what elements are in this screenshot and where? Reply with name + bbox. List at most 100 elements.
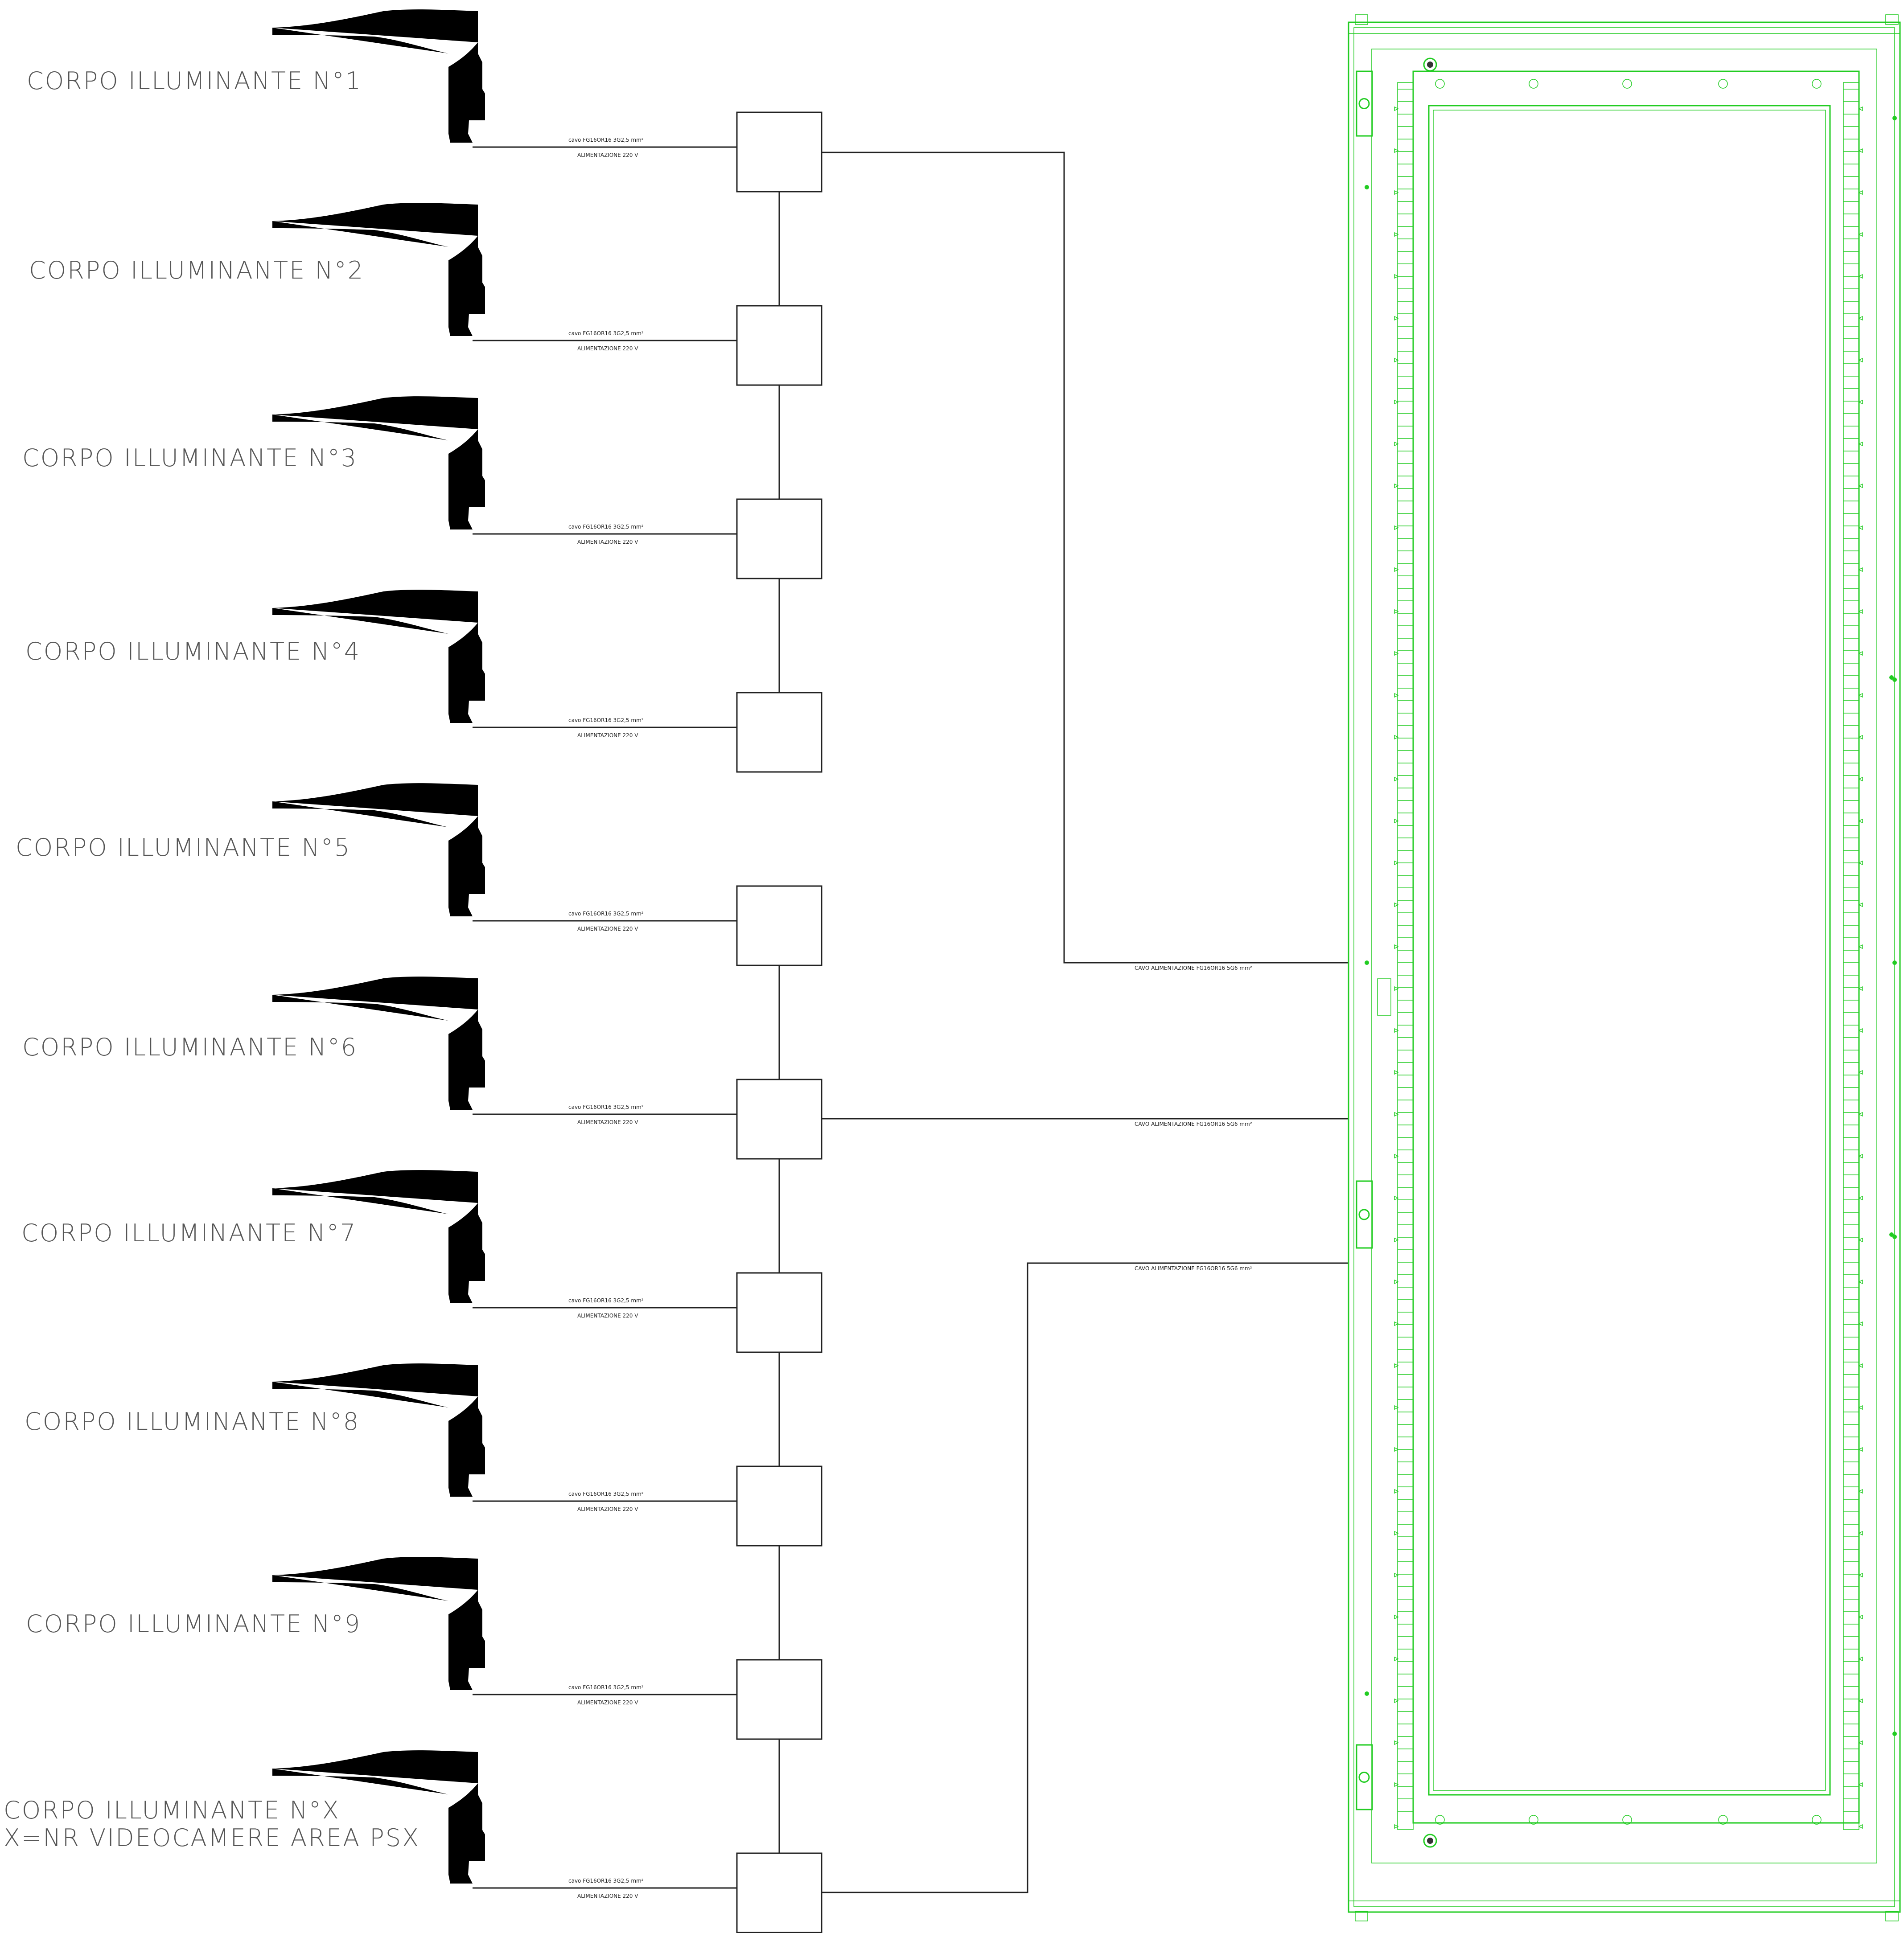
rail-marker bbox=[1394, 902, 1399, 907]
cabinet-inner-outline bbox=[1353, 27, 1895, 1907]
rail-marker bbox=[1394, 525, 1399, 530]
cabinet-foot bbox=[1355, 14, 1368, 25]
cabinet-screw bbox=[1423, 1834, 1437, 1848]
rail-marker bbox=[1858, 818, 1863, 824]
rail-marker bbox=[1858, 1447, 1863, 1452]
cabinet-hinge bbox=[1356, 70, 1373, 137]
cabinet-panel bbox=[1412, 70, 1860, 1824]
cabinet-foot bbox=[1885, 14, 1899, 25]
cable-spec-label: cavo FG16OR16 3G2,5 mm² bbox=[568, 1878, 644, 1884]
cabinet-foot bbox=[1885, 1911, 1899, 1921]
mounting-hole bbox=[1718, 1815, 1728, 1825]
cabinet-hinge bbox=[1356, 1744, 1373, 1810]
rail-marker bbox=[1394, 1321, 1399, 1326]
rail-marker bbox=[1858, 1489, 1863, 1494]
rail-marker bbox=[1394, 1405, 1399, 1410]
rail-marker bbox=[1858, 1195, 1863, 1201]
mounting-hole bbox=[1812, 79, 1822, 89]
rail-marker bbox=[1394, 483, 1399, 488]
luminaire-label: CORPO ILLUMINANTE N°7 bbox=[21, 1219, 357, 1247]
cabinet-frame bbox=[1371, 49, 1877, 1863]
supply-label: ALIMENTAZIONE 220 V bbox=[577, 152, 638, 158]
supply-label: ALIMENTAZIONE 220 V bbox=[577, 1506, 638, 1512]
rail-marker bbox=[1394, 735, 1399, 740]
feeder-cable-line bbox=[822, 1262, 1349, 1893]
cabinet-dot bbox=[1365, 185, 1369, 189]
rail-marker bbox=[1858, 776, 1863, 782]
mounting-hole bbox=[1529, 79, 1538, 89]
mounting-hole bbox=[1718, 79, 1728, 89]
rail-marker bbox=[1394, 1656, 1399, 1662]
rail-marker bbox=[1858, 1405, 1863, 1410]
luminaire-label-note: X=NR VIDEOCAMERE AREA PSX bbox=[4, 1824, 420, 1852]
rail-marker bbox=[1394, 1489, 1399, 1494]
rail-marker bbox=[1858, 1572, 1863, 1578]
rail-marker bbox=[1858, 944, 1863, 949]
rail-marker bbox=[1394, 1279, 1399, 1285]
rail-marker bbox=[1858, 1363, 1863, 1368]
cable-spec-label: cavo FG16OR16 3G2,5 mm² bbox=[568, 137, 644, 143]
luminaire-label: CORPO ILLUMINANTE N°3 bbox=[22, 444, 358, 472]
rail-marker bbox=[1858, 609, 1863, 614]
rail-marker bbox=[1394, 1447, 1399, 1452]
rail-marker bbox=[1858, 441, 1863, 447]
cabinet-screw bbox=[1423, 57, 1437, 72]
luminaire-label: CORPO ILLUMINANTE N°9 bbox=[26, 1610, 361, 1638]
rail-marker bbox=[1394, 357, 1399, 363]
rail-marker bbox=[1858, 357, 1863, 363]
feeder-cable-line bbox=[822, 152, 1349, 964]
cabinet-dot bbox=[1892, 116, 1897, 120]
rail-marker bbox=[1858, 651, 1863, 656]
luminaire-symbols bbox=[272, 9, 485, 1884]
cabinet-outline bbox=[1348, 21, 1901, 1913]
electrical-cabinet bbox=[1348, 14, 1901, 1921]
cabinet-rail bbox=[1843, 82, 1859, 1830]
rail-marker bbox=[1394, 1153, 1399, 1159]
mounting-hole bbox=[1435, 1815, 1445, 1825]
rail-marker bbox=[1858, 693, 1863, 698]
junction-box bbox=[736, 1465, 822, 1547]
rail-marker bbox=[1394, 567, 1399, 572]
rail-marker bbox=[1394, 1824, 1399, 1829]
rail-marker bbox=[1394, 1782, 1399, 1787]
rail-marker bbox=[1858, 1656, 1863, 1662]
rail-marker bbox=[1858, 274, 1863, 279]
supply-label: ALIMENTAZIONE 220 V bbox=[577, 345, 638, 352]
rail-marker bbox=[1394, 1614, 1399, 1620]
rail-marker bbox=[1394, 818, 1399, 824]
rail-marker bbox=[1394, 776, 1399, 782]
rail-marker bbox=[1394, 693, 1399, 698]
cabinet-dot bbox=[1365, 1691, 1369, 1696]
cable-spec-label: cavo FG16OR16 3G2,5 mm² bbox=[568, 1491, 644, 1497]
rail-marker bbox=[1394, 232, 1399, 237]
supply-label: ALIMENTAZIONE 220 V bbox=[577, 1313, 638, 1319]
labels: CORPO ILLUMINANTE N°1 cavo FG16OR16 3G2,5… bbox=[4, 67, 1252, 1899]
mounting-hole bbox=[1812, 1815, 1822, 1825]
cabinet-hinge bbox=[1356, 1180, 1373, 1249]
rail-marker bbox=[1394, 1740, 1399, 1745]
rail-marker bbox=[1858, 1153, 1863, 1159]
cable-spec-label: cavo FG16OR16 3G2,5 mm² bbox=[568, 717, 644, 723]
cabinet-dot bbox=[1892, 1235, 1897, 1239]
hinge-bolt bbox=[1358, 1772, 1370, 1783]
feeder-label: CAVO ALIMENTAZIONE FG16OR16 5G6 mm² bbox=[1135, 1121, 1252, 1127]
rail-marker bbox=[1858, 860, 1863, 866]
hinge-bolt bbox=[1358, 98, 1370, 109]
rail-marker bbox=[1394, 1070, 1399, 1075]
hinge-bolt bbox=[1358, 1209, 1370, 1220]
cabinet-dot bbox=[1892, 960, 1897, 965]
rail-marker bbox=[1394, 1237, 1399, 1243]
junction-box bbox=[736, 1852, 822, 1933]
cable-spec-label: cavo FG16OR16 3G2,5 mm² bbox=[568, 1297, 644, 1304]
rail-marker bbox=[1858, 1698, 1863, 1703]
supply-label: ALIMENTAZIONE 220 V bbox=[577, 732, 638, 739]
rail-marker bbox=[1858, 106, 1863, 111]
rail-marker bbox=[1394, 986, 1399, 991]
luminaire-label: CORPO ILLUMINANTE N°1 bbox=[27, 67, 362, 95]
junction-box bbox=[736, 1272, 822, 1353]
rail-marker bbox=[1394, 1195, 1399, 1201]
cabinet-dot bbox=[1892, 677, 1897, 682]
rail-marker bbox=[1858, 316, 1863, 321]
luminaire-label: CORPO ILLUMINANTE N°8 bbox=[25, 1408, 360, 1436]
